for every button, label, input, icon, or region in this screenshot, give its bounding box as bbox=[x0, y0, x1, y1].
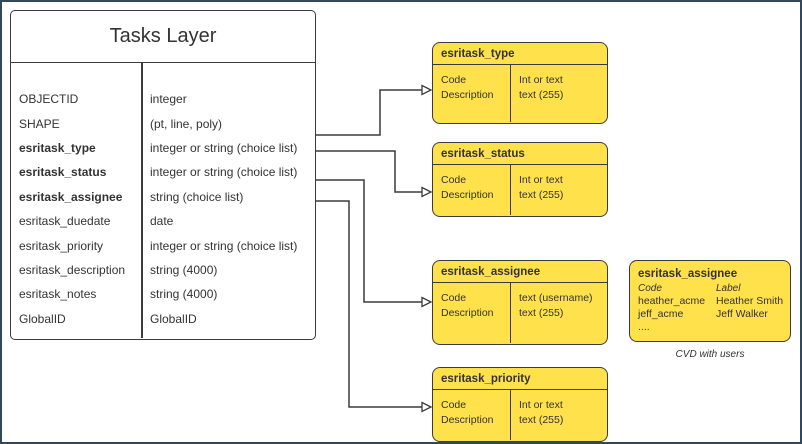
field-type: string (choice list) bbox=[150, 189, 244, 204]
domain-right-column: Int or text text (255) bbox=[511, 165, 563, 215]
wire-esritask-assignee bbox=[316, 179, 422, 303]
column-divider bbox=[141, 63, 143, 338]
cvd-cell-code: heather_acme bbox=[638, 295, 706, 307]
domain-left-column: Code Description bbox=[433, 165, 511, 215]
domain-cell: text (255) bbox=[519, 307, 564, 319]
domain-box-esritask-type: esritask_type Code Description Int or te… bbox=[432, 42, 608, 124]
field-name: esritask_notes bbox=[19, 287, 97, 302]
cvd-caption: CVD with users bbox=[675, 349, 745, 360]
table-row: esritask_notes string (4000) bbox=[11, 282, 315, 306]
table-row: esritask_duedate date bbox=[11, 209, 315, 233]
domain-body: Code Description Int or text text (255) bbox=[433, 390, 607, 440]
domain-title: esritask_type bbox=[433, 43, 607, 65]
field-name: esritask_status bbox=[19, 165, 107, 180]
field-type: integer bbox=[150, 92, 187, 107]
table-row: esritask_priority integer or string (cho… bbox=[11, 233, 315, 257]
domain-cell: Code bbox=[441, 399, 467, 411]
domain-cell: Int or text bbox=[519, 174, 563, 186]
arrowhead-esritask-status bbox=[421, 186, 433, 198]
domain-right-column: Int or text text (255) bbox=[511, 65, 563, 122]
field-type: date bbox=[150, 214, 174, 229]
field-name: esritask_assignee bbox=[19, 189, 123, 204]
field-name: OBJECTID bbox=[19, 92, 79, 107]
field-type: (pt, line, poly) bbox=[150, 116, 223, 131]
domain-cell: Code bbox=[441, 174, 467, 186]
table-row: SHAPE (pt, line, poly) bbox=[11, 111, 315, 135]
arrowhead-esritask-assignee bbox=[421, 296, 433, 308]
domain-box-esritask-status: esritask_status Code Description Int or … bbox=[432, 142, 608, 217]
domain-left-column: Code Description bbox=[433, 283, 511, 343]
domain-title: esritask_priority bbox=[433, 368, 607, 390]
wire-esritask-type bbox=[316, 89, 422, 136]
field-name: esritask_priority bbox=[19, 238, 104, 253]
domain-cell: text (255) bbox=[519, 414, 564, 426]
cvd-grid: Code Label heather_acme Heather Smith je… bbox=[638, 282, 784, 334]
domain-cell: Int or text bbox=[519, 399, 563, 411]
tasks-layer-title: Tasks Layer bbox=[11, 11, 315, 63]
domain-cell: Description bbox=[441, 307, 494, 319]
table-row: OBJECTID integer bbox=[11, 87, 315, 111]
domain-cell: Description bbox=[441, 414, 494, 426]
field-name: esritask_duedate bbox=[19, 214, 111, 229]
cvd-cell-code: jeff_acme bbox=[638, 308, 684, 320]
cvd-cell-label: Jeff Walker bbox=[716, 308, 768, 320]
field-name: GlobalID bbox=[19, 311, 66, 326]
table-row: esritask_status integer or string (choic… bbox=[11, 160, 315, 184]
domain-left-column: Code Description bbox=[433, 390, 511, 440]
field-name: SHAPE bbox=[19, 116, 60, 131]
table-row: GlobalID GlobalID bbox=[11, 307, 315, 331]
domain-body: Code Description Int or text text (255) bbox=[433, 65, 607, 122]
domain-cell: text (username) bbox=[519, 292, 593, 304]
domain-title: esritask_status bbox=[433, 143, 607, 165]
tasks-layer-table: Tasks Layer OBJECTID integer SHAPE (pt, … bbox=[10, 10, 316, 340]
table-row: esritask_assignee string (choice list) bbox=[11, 185, 315, 209]
tasks-layer-body: OBJECTID integer SHAPE (pt, line, poly) … bbox=[11, 63, 315, 338]
domain-cell: text (255) bbox=[519, 189, 564, 201]
field-type: integer or string (choice list) bbox=[150, 165, 298, 180]
cvd-cell-label: Heather Smith bbox=[716, 295, 784, 307]
field-name: esritask_description bbox=[19, 262, 126, 277]
domain-cell: text (255) bbox=[519, 89, 564, 101]
cvd-box-esritask-assignee: esritask_assignee Code Label heather_acm… bbox=[629, 260, 791, 342]
table-row: esritask_description string (4000) bbox=[11, 258, 315, 282]
arrowhead-esritask-type bbox=[421, 84, 433, 96]
field-type: integer or string (choice list) bbox=[150, 140, 298, 155]
wire-esritask-status bbox=[316, 150, 422, 193]
cvd-col-header-code: Code bbox=[638, 283, 662, 294]
cvd-ellipsis: .... bbox=[638, 321, 650, 333]
domain-left-column: Code Description bbox=[433, 65, 511, 122]
domain-body: Code Description text (username) text (2… bbox=[433, 283, 607, 343]
domain-cell: Code bbox=[441, 292, 467, 304]
field-type: string (4000) bbox=[150, 262, 218, 277]
cvd-title: esritask_assignee bbox=[638, 268, 738, 280]
table-row: esritask_type integer or string (choice … bbox=[11, 136, 315, 160]
domain-cell: Int or text bbox=[519, 74, 563, 86]
field-name: esritask_type bbox=[19, 140, 96, 155]
domain-right-column: text (username) text (255) bbox=[511, 283, 593, 343]
arrowhead-esritask-priority bbox=[421, 401, 433, 413]
domain-box-esritask-priority: esritask_priority Code Description Int o… bbox=[432, 367, 608, 442]
domain-cell: Description bbox=[441, 89, 494, 101]
field-type: GlobalID bbox=[150, 311, 197, 326]
field-type: integer or string (choice list) bbox=[150, 238, 298, 253]
domain-body: Code Description Int or text text (255) bbox=[433, 165, 607, 215]
domain-title: esritask_assignee bbox=[433, 261, 607, 283]
field-type: string (4000) bbox=[150, 287, 218, 302]
domain-right-column: Int or text text (255) bbox=[511, 390, 563, 440]
domain-cell: Description bbox=[441, 189, 494, 201]
wire-esritask-priority bbox=[316, 200, 422, 408]
domain-box-esritask-assignee: esritask_assignee Code Description text … bbox=[432, 260, 608, 345]
domain-cell: Code bbox=[441, 74, 467, 86]
cvd-col-header-label: Label bbox=[716, 283, 741, 294]
